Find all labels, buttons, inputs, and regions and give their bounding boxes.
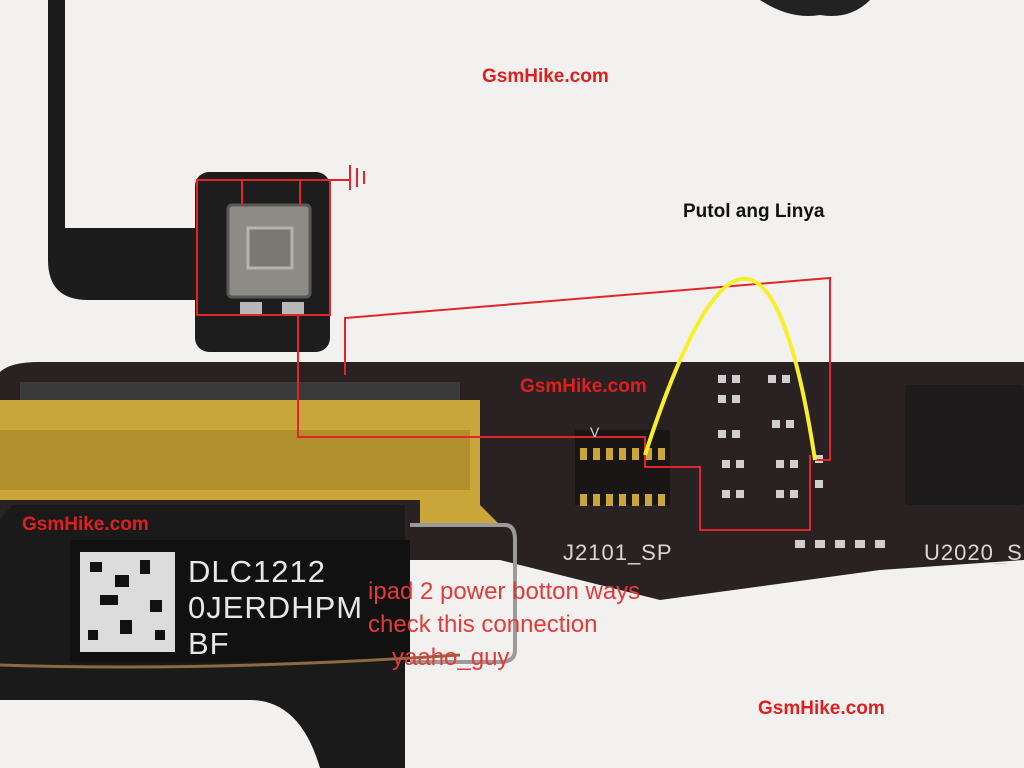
watermark: GsmHike.com <box>520 376 647 397</box>
switch-pad <box>282 302 304 316</box>
annotation-title: ipad 2 power botton ways <box>368 578 641 605</box>
chip-u2020 <box>905 385 1024 505</box>
red-trace-annotation <box>196 165 831 531</box>
connector-pins <box>20 382 460 400</box>
power-switch-button <box>246 226 294 270</box>
pad-row <box>580 448 665 506</box>
watermark: GsmHike.com <box>482 66 609 87</box>
watermark: GsmHike.com <box>22 514 149 535</box>
yellow-jumper-line <box>643 276 817 461</box>
silkscreen-pin-mark: V <box>590 424 601 440</box>
silkscreen-j2101: J2101_SP <box>563 540 673 565</box>
cable-label-line: 0JERDHPM <box>188 590 364 625</box>
silkscreen-u2020: U2020_S <box>924 540 1023 565</box>
cable-label-line: BF <box>188 626 230 661</box>
annotation-cut-line: Putol ang Linya <box>683 201 825 222</box>
datamatrix-pattern <box>88 560 165 640</box>
annotation-instruction: check this connection <box>368 611 598 638</box>
component-top-right <box>760 0 870 16</box>
metal-wire <box>410 523 517 664</box>
power-flex-cable <box>10 0 205 300</box>
cable-label: DLC1212 0JERDHPM BF <box>188 554 363 662</box>
annotation-author: yaaho_guy <box>392 644 510 671</box>
switch-pad <box>240 302 262 316</box>
cable-label-line: DLC1212 <box>188 554 326 589</box>
watermark: GsmHike.com <box>758 698 885 719</box>
metal-wire <box>0 653 461 669</box>
connector-body <box>0 430 470 490</box>
